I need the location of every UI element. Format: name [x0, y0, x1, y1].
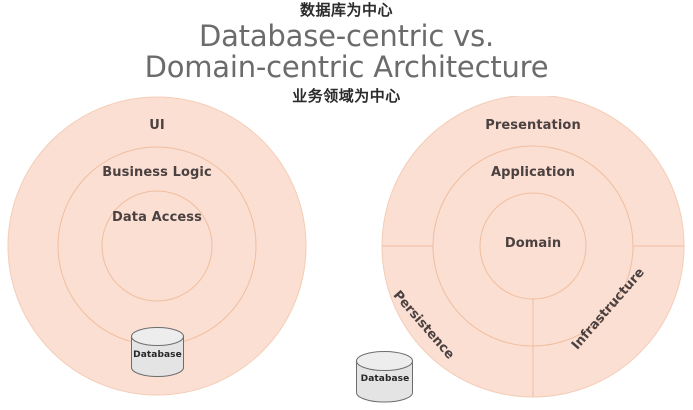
subtitle-chinese-top: 数据库为中心: [299, 1, 393, 19]
database-centric-rings: [7, 96, 307, 396]
ring-label-domain: Domain: [504, 236, 562, 251]
database-centric-diagram: UI Business Logic Data Access Database: [0, 96, 320, 410]
database-cylinder-center: Database: [129, 327, 186, 377]
database-cylinder-external: Database: [354, 351, 416, 408]
ring-label-data-access: Data Access: [112, 210, 202, 225]
page-title-line-1: Database-centric vs.: [198, 19, 494, 53]
ring-label-business-logic: Business Logic: [102, 165, 212, 180]
subtitle-chinese-bottom: 业务领域为中心: [292, 87, 401, 105]
title-block: 数据库为中心 Database-centric vs. Domain-centr…: [0, 0, 693, 106]
database-cylinder-icon: [131, 327, 184, 377]
ring-label-presentation: Presentation: [485, 118, 581, 133]
ring-label-application: Application: [490, 165, 576, 180]
domain-centric-diagram: Presentation Application Domain Persiste…: [373, 96, 693, 410]
ring-ui-circle: [7, 96, 307, 396]
domain-centric-rings: [381, 96, 685, 398]
database-cylinder-icon: [356, 351, 413, 403]
ring-data-access-circle: [101, 190, 213, 302]
page-title: Database-centric vs. Domain-centric Arch…: [0, 21, 693, 83]
ring-label-ui: UI: [149, 118, 165, 133]
page-title-line-2: Domain-centric Architecture: [144, 50, 549, 84]
